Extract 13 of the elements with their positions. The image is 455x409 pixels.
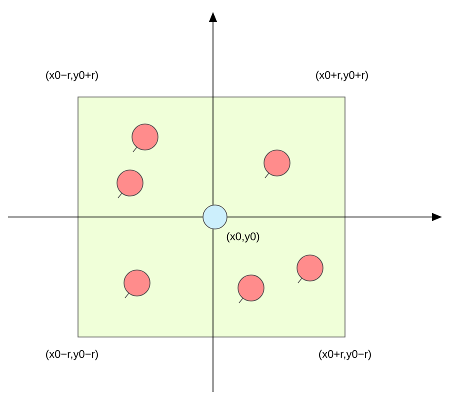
sample-point — [124, 270, 150, 298]
corner-label: (x0−r,y0+r) — [46, 70, 98, 82]
sample-point — [132, 124, 158, 152]
square-region — [78, 96, 346, 338]
sample-point — [264, 150, 290, 178]
sample-point — [296, 254, 324, 284]
center-point — [202, 204, 228, 230]
corner-label: (x0+r,y0+r) — [316, 70, 368, 82]
sample-point — [116, 170, 144, 198]
point-label: (x0,y0) — [226, 232, 260, 242]
sample-point — [238, 274, 264, 304]
corner-label: (x0+r,y0−r) — [319, 350, 371, 360]
corner-label: (x0−r,y0−r) — [46, 350, 98, 360]
